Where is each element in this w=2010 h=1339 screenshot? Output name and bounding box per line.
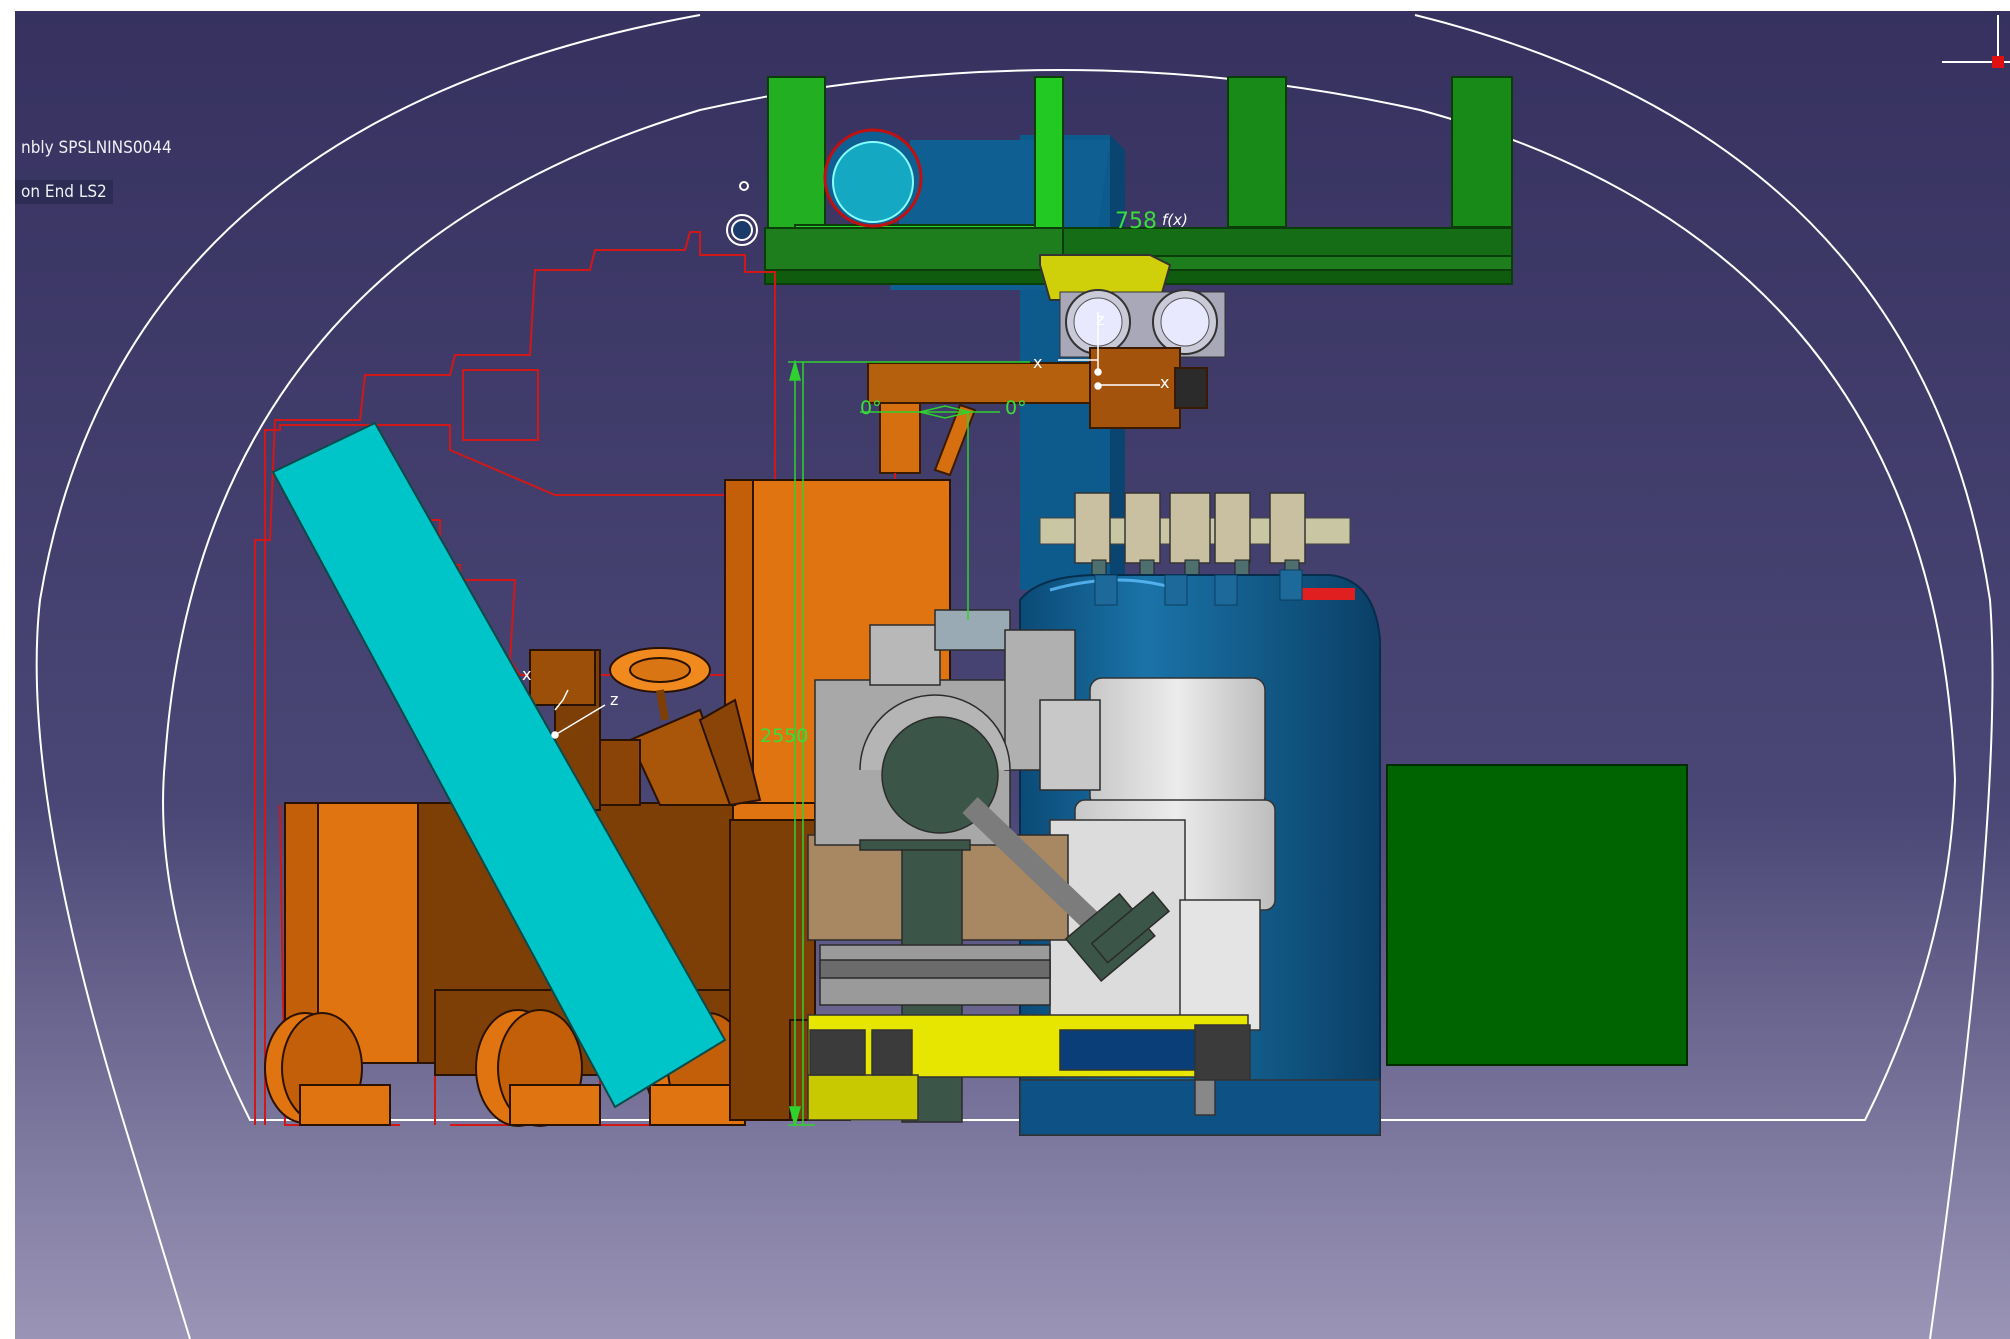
lifting-clamp[interactable]	[1039, 254, 1226, 358]
axis-label-z-beam: z	[610, 690, 618, 709]
base-plate[interactable]	[807, 1014, 1381, 1136]
viewport-left-edge	[0, 0, 15, 1339]
dimension-angle-left[interactable]: 0°	[860, 397, 882, 419]
axis-label-x-beam: x	[522, 665, 531, 684]
formula-fx-icon: f(x)	[1162, 211, 1188, 229]
tunnel-outline	[35, 14, 1994, 1339]
dimension-annotations[interactable]	[788, 359, 1030, 1128]
viewport-top-edge	[0, 0, 2010, 11]
manipulator-arm[interactable]	[867, 347, 1208, 477]
dimension-top-offset[interactable]: 758	[1115, 209, 1157, 234]
part-tree-label[interactable]: on End LS2	[15, 180, 113, 204]
axis-triad-arm	[1058, 312, 1160, 390]
cyan-beam-element[interactable]	[271, 421, 727, 1109]
axis-label-z-arm: z	[1096, 310, 1104, 329]
dimension-angle-right[interactable]: 0°	[1005, 397, 1027, 419]
axis-label-x-arm-right: x	[1160, 373, 1169, 392]
dimension-vertical-value[interactable]: 2550	[760, 725, 808, 747]
compass-icon[interactable]	[1942, 15, 2010, 68]
assembly-tree-label[interactable]: nbly SPSLNINS0044	[21, 138, 172, 158]
axis-triad-beam	[551, 689, 606, 739]
green-block[interactable]	[1386, 764, 1688, 1066]
axis-label-x-arm-left: x	[1033, 353, 1042, 372]
hanger-icon	[726, 181, 758, 246]
